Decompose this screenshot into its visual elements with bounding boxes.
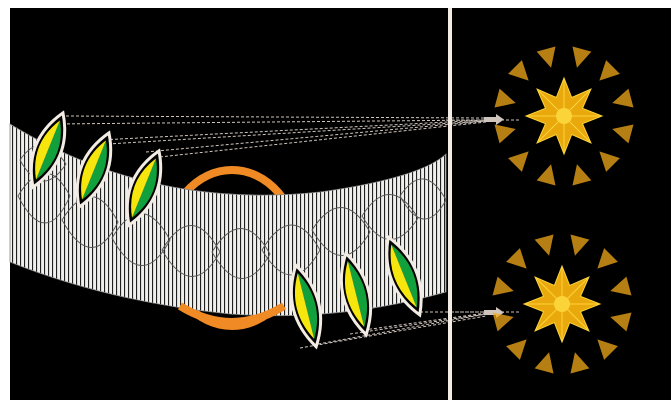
sun-core <box>554 296 570 312</box>
vertical-divider <box>448 8 452 400</box>
sun-core <box>556 108 572 124</box>
